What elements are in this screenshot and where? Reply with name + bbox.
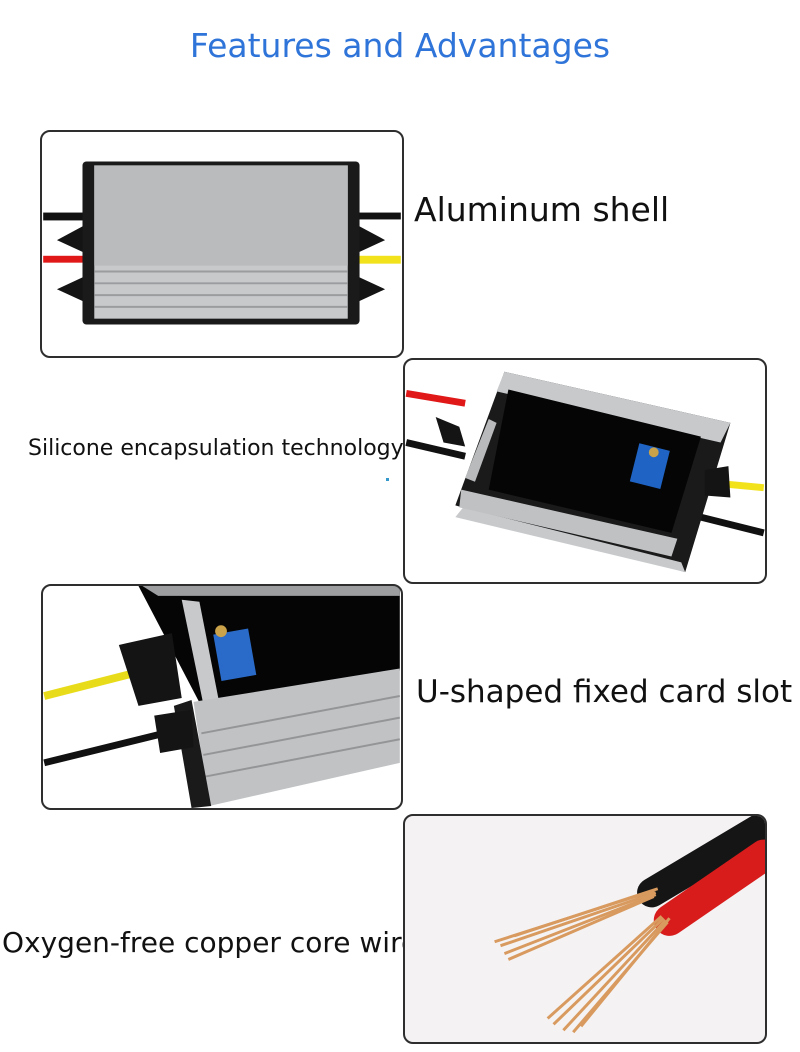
page-title: Features and Advantages: [189, 26, 611, 65]
silicone-encapsulation-illustration: [405, 371, 765, 573]
aluminum-shell-photo: [40, 130, 404, 358]
u-shaped-card-slot-photo: [41, 584, 403, 810]
copper-core-wire-illustration: [494, 816, 765, 1034]
feature-label-aluminum-shell: Aluminum shell: [414, 190, 670, 229]
decorative-dot: [386, 478, 389, 481]
feature-label-copper-core-wire: Oxygen-free copper core wire: [2, 926, 419, 959]
feature-label-silicone-encapsulation: Silicone encapsulation technology: [28, 436, 404, 461]
feature-label-u-shaped-card-slot: U-shaped fixed card slot: [416, 674, 793, 710]
copper-core-wire-photo: [403, 814, 767, 1044]
aluminum-shell-illustration: [43, 161, 401, 325]
u-shaped-card-slot-illustration: [43, 586, 400, 808]
silicone-encapsulation-photo: [403, 358, 767, 584]
